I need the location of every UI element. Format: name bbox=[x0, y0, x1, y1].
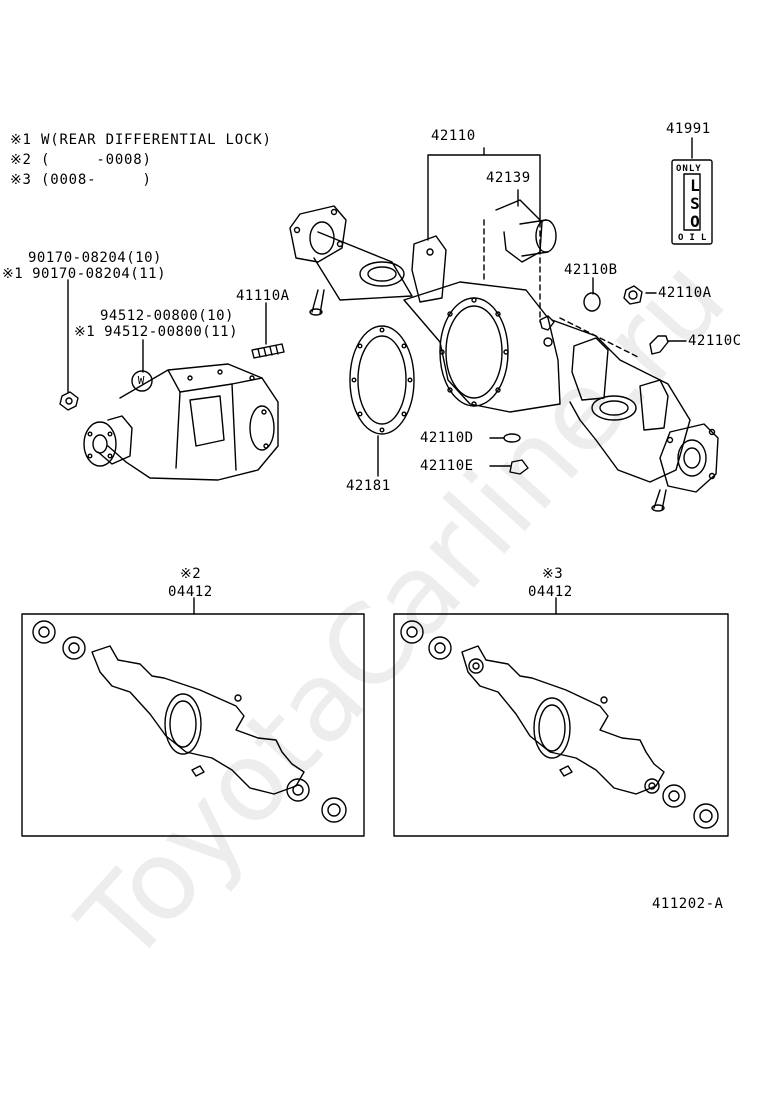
part-label-04412-right[interactable]: 04412 bbox=[528, 584, 573, 600]
nut-icon bbox=[59, 391, 79, 411]
part-label-42181[interactable]: 42181 bbox=[346, 478, 391, 494]
part-label-42110[interactable]: 42110 bbox=[431, 128, 476, 144]
part-label-42110A-right[interactable]: 42110A bbox=[658, 285, 712, 301]
gasket-icon bbox=[349, 325, 415, 435]
part-label-41110A[interactable]: 41110A bbox=[236, 288, 290, 304]
part-label-94512-11[interactable]: ※1 94512-00800(11) bbox=[74, 324, 239, 340]
part-label-42110D[interactable]: 42110D bbox=[420, 430, 474, 446]
part-label-94512-10[interactable]: 94512-00800(10) bbox=[100, 308, 234, 324]
part-label-04412-left[interactable]: 04412 bbox=[168, 584, 213, 600]
washer-letter: W bbox=[137, 374, 145, 387]
gasket-kit-left-icon bbox=[21, 613, 365, 837]
part-label-42139[interactable]: 42139 bbox=[486, 170, 531, 186]
lso-label-bottom: OIL bbox=[678, 233, 713, 243]
part-label-42110E[interactable]: 42110E bbox=[420, 458, 474, 474]
part-label-41991[interactable]: 41991 bbox=[666, 121, 711, 137]
note-2: ※2 ( -0008) bbox=[10, 152, 152, 168]
axle-housing-icon bbox=[289, 205, 719, 512]
differential-carrier-icon bbox=[83, 363, 279, 481]
washer-icon bbox=[131, 370, 153, 392]
lso-letter: S bbox=[690, 194, 700, 213]
fittings-icon bbox=[503, 285, 669, 475]
lso-letter: L bbox=[690, 176, 700, 195]
breather-pipe-icon bbox=[495, 199, 557, 263]
lso-label-top: ONLY bbox=[676, 164, 702, 174]
gasket-kit-right-icon bbox=[393, 613, 729, 837]
part-label-90170-10[interactable]: 90170-08204(10) bbox=[28, 250, 162, 266]
note-3: ※3 (0008- ) bbox=[10, 172, 152, 188]
lso-oil-label-icon bbox=[671, 159, 713, 245]
part-label-90170-11[interactable]: ※1 90170-08204(11) bbox=[2, 266, 167, 282]
diagram-code: 411202-A bbox=[652, 896, 724, 912]
note-rear-diff-lock: ※1 W(REAR DIFFERENTIAL LOCK) bbox=[10, 132, 272, 148]
stud-bolt-icon bbox=[251, 343, 285, 359]
part-label-42110C[interactable]: 42110C bbox=[688, 333, 742, 349]
kit-left-note: ※2 bbox=[180, 566, 202, 582]
kit-right-note: ※3 bbox=[542, 566, 564, 582]
lso-letter: O bbox=[690, 212, 700, 231]
leader-lines bbox=[67, 137, 693, 615]
part-label-42110B[interactable]: 42110B bbox=[564, 262, 618, 278]
